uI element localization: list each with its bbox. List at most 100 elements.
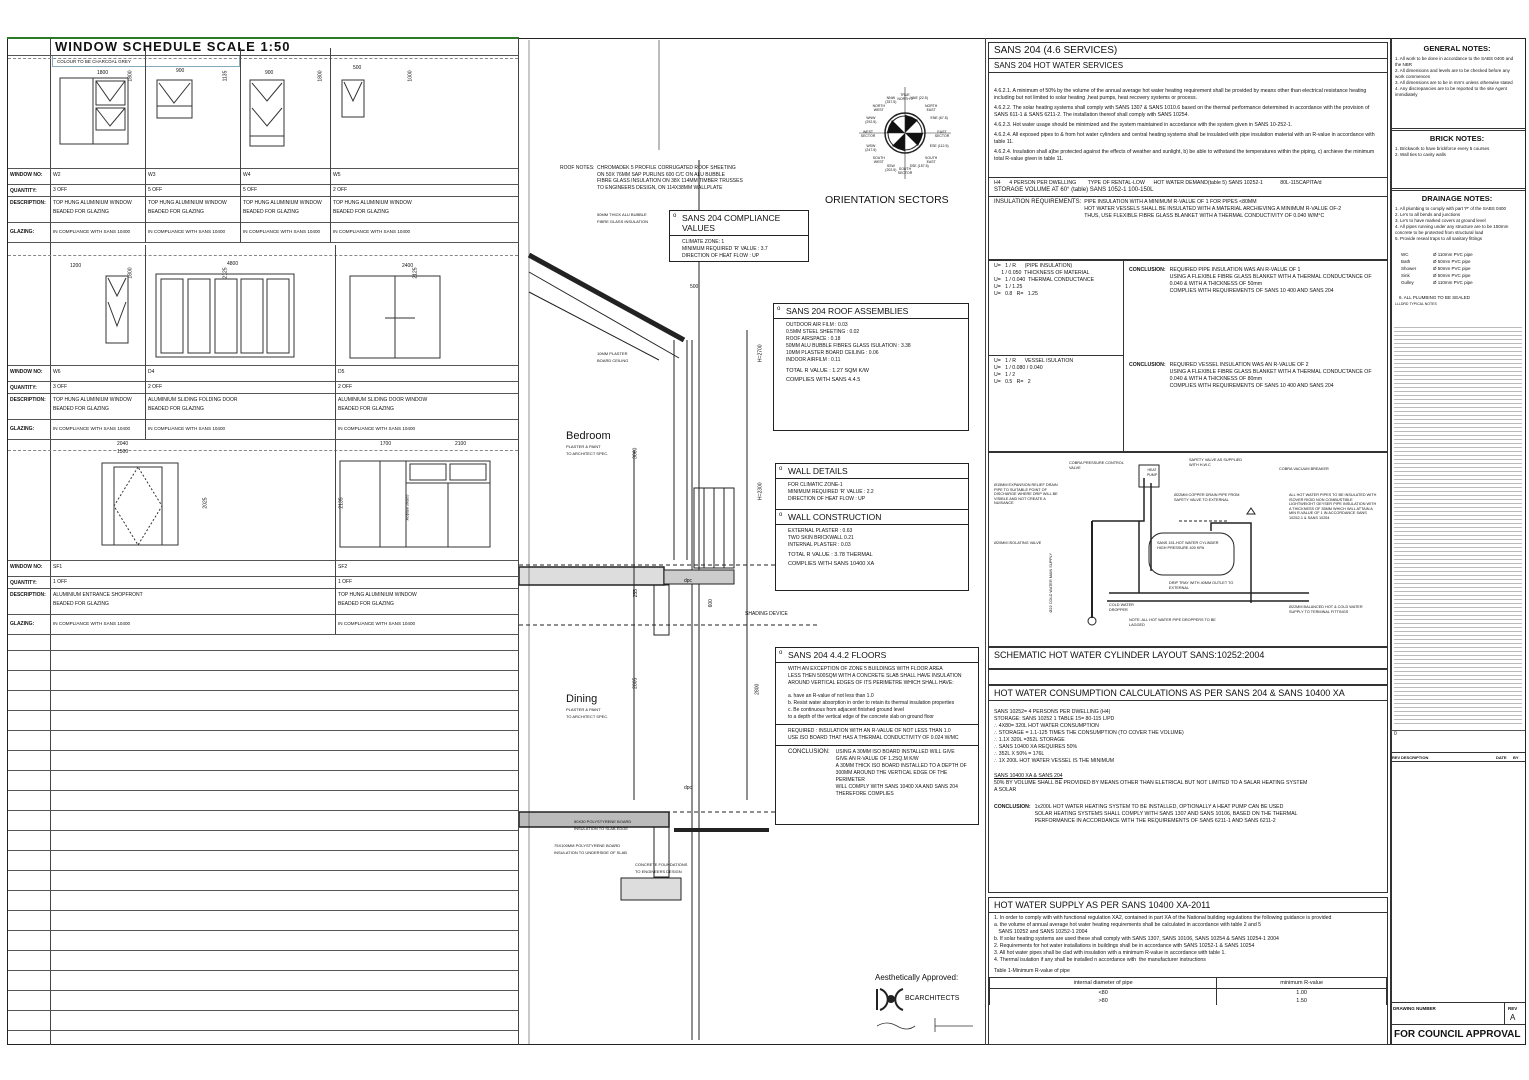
window-glazing: IN COMPLIANCE WITH SANS 10400 — [53, 426, 131, 431]
row-rule — [8, 393, 518, 394]
text-line: 10mm PLASTER — [597, 351, 628, 356]
text-line: THUS, USE FLEXIBLE FIBRE GLASS BLANKET W… — [1084, 213, 1325, 219]
text-line: EXTERNAL PLASTER : 0.63 — [788, 528, 853, 534]
description-col: DESCRIPTION — [1401, 754, 1429, 760]
orientation-label: ENE (67.5) — [930, 115, 948, 120]
text-line: INSULATION TO SLAB EDGE — [574, 825, 629, 831]
text-line: 1x200L HOT WATER HEATING SYSTEM TO BE IN… — [1034, 804, 1284, 810]
plumbing-sealed-note: 6. ALL PLUMBING TO BE SEALED — [1399, 295, 1470, 300]
window-glazing: IN COMPLIANCE WITH SANS 10400 — [333, 229, 411, 234]
rev-col: REV — [1392, 754, 1401, 760]
dim-label: 4800 — [227, 261, 239, 267]
pipe-size: Ø 50mm PVC pipe — [1433, 273, 1471, 278]
empty-row-rule — [8, 690, 518, 691]
text-line: U= 1 / 0.080 / 0.040 — [994, 365, 1043, 371]
conclusion-label: CONCLUSION: — [1129, 362, 1166, 368]
text-line: DIRECTION OF HEAT FLOW : UP — [682, 253, 760, 259]
column-rule — [240, 48, 241, 242]
dim-label: 1700 — [380, 441, 392, 447]
guide-line — [8, 255, 518, 256]
schedule-label: GLAZING: — [10, 426, 35, 432]
text-line: MINIMUM REQUIRED 'R' VALUE : 3.7 — [682, 246, 768, 252]
schedule-label: GLAZING: — [10, 621, 35, 627]
clause: 4.6.2.1. A minimum of 50% by the volume … — [994, 88, 1367, 101]
dim-label: 600 — [707, 599, 714, 608]
column-rule — [335, 440, 336, 634]
table-cell: <80 — [988, 988, 1218, 997]
schematic-label: HEAT PUMP — [1146, 468, 1158, 477]
text-line: to a depth of the vertical edge of the c… — [788, 714, 934, 720]
drawing-number-label: DRAWING NUMBER — [1393, 1006, 1436, 1011]
note-item: 4. Any discrepancies are to be reported … — [1395, 86, 1507, 97]
schematic-label: COBRA PRESSURE CONTROL VALVE — [1069, 461, 1124, 470]
text-line: LESS THEN 500sqm WITH A CONCRETE SLAB SH… — [788, 673, 962, 679]
dim-label: 500 — [353, 65, 362, 71]
revision-header: REV DESCRIPTION DATE BY — [1391, 752, 1525, 762]
row-rule — [8, 184, 518, 185]
text-line: COMPLIES WITH REQUIREMENTS OF SANS 10 40… — [1169, 288, 1334, 294]
h4-demand: H4 4 PERSON PER DWELLING TYPE OF RENTAL-… — [994, 180, 1322, 186]
empty-row-rule — [8, 830, 518, 831]
sub-heading: SANS 10400 XA & SANS 204 — [994, 773, 1063, 779]
fixture: Sink — [1401, 273, 1410, 278]
clause: 4.6.2.2. The solar heating systems shall… — [994, 105, 1370, 118]
conclusion-text: REQUIRED VESSEL INSULATION WAS AN R-VALU… — [1170, 362, 1372, 451]
pipe-row: Sink Ø 50mm PVC pipe — [1401, 273, 1473, 278]
row-rule — [8, 439, 518, 440]
window-description: TOP HUNG ALUMINIUM WINDOW — [333, 200, 412, 206]
brick-notes-title: BRICK NOTES: — [1429, 134, 1485, 143]
drawing-number-block: DRAWING NUMBER REV A — [1391, 1002, 1525, 1025]
schematic-label: SANS 151-HOT WATER CYLINDER HIGH PRESSUR… — [1157, 541, 1219, 550]
empty-row-rule — [8, 970, 518, 971]
consumption-lines: SANS 10252= 4 PERSONS PER DWELLING (H4)S… — [989, 701, 1387, 767]
supply-lines: 1. In order to comply with with function… — [989, 913, 1387, 966]
text-line: USING A 30mm ISO BOARD INSTALLED WILL GI… — [835, 749, 955, 755]
text-line: GIVE AN R-VALUE OF 1.2sq.m K/W — [835, 756, 919, 762]
dim-label: 2800 — [754, 683, 761, 695]
dim-label: 2040 — [117, 441, 129, 447]
column-rule — [145, 48, 146, 242]
note-item: 1. All work to be done in accordance to … — [1395, 56, 1514, 67]
text-line: CLIMATE ZONE: 1 — [682, 239, 725, 245]
text-line: USE ISO BOARD THAT HAS A THERMAL CONDUCT… — [788, 735, 959, 741]
text-line: 4. Thermal isulation if any shall be ins… — [994, 957, 1206, 963]
approval-label: Aesthetically Approved: — [875, 973, 959, 982]
window-elevations — [59, 77, 491, 548]
text-line: PLASTER & PAINT — [566, 444, 601, 449]
sub-lines: 50% BY VOLUME SHALL BE PROVIDED BY MEANS… — [994, 780, 1382, 794]
orientation-label: WSW (247.5) — [865, 144, 877, 153]
text-line: USING A FLEXIBLE FIBRE GLASS BLANKET WIT… — [1169, 274, 1372, 280]
divider — [1391, 128, 1525, 131]
table-cell: >80 — [988, 997, 1218, 1005]
window-glazing: IN COMPLIANCE WITH SANS 10400 — [148, 229, 226, 234]
dpc-label: dpc — [684, 785, 693, 791]
text-line: 50x30 POLYSTYRENE BOARD — [574, 819, 632, 824]
box-title: SANS 204 COMPLIANCE VALUES — [670, 211, 808, 236]
schedule-label: QUANTITY: — [10, 385, 37, 391]
rev-value: A — [1510, 1013, 1516, 1022]
box-body: WITH AN EXCEPTION OF ZONE 5 BUILDINGS WI… — [776, 663, 978, 690]
wall-box: WALL DETAILS FOR CLIMATIC ZONE-1MINIMUM … — [775, 463, 969, 591]
dim-label: 2400 — [402, 263, 414, 269]
note-item: 2. Le's to all bends and junctions — [1395, 212, 1461, 217]
empty-row-rule — [8, 730, 518, 731]
fixture: WC — [1401, 252, 1409, 257]
orientation-label: SOUTH EAST — [925, 156, 938, 165]
note-item: 2. Wall ties to cavity walls — [1395, 152, 1446, 157]
window-number: SF1 — [53, 564, 63, 570]
window-w5-drawing — [341, 79, 365, 118]
row-rule — [8, 242, 518, 243]
text-line: U= 1 / R VESSEL ISULATION — [994, 358, 1074, 364]
general-notes-title: GENERAL NOTES: — [1423, 44, 1491, 53]
text-line: REQUIRED VESSEL INSULATION WAS AN R-VALU… — [1169, 362, 1309, 368]
note-item: 3. Le's to have marked covers at ground … — [1395, 218, 1486, 223]
pipe-size: Ø 110mm PVC pipe — [1433, 280, 1473, 285]
window-quantity: 1 OFF — [53, 579, 68, 585]
row-rule — [8, 365, 518, 366]
roof-total: TOTAL R VALUE : 1.27 sqm K/W — [786, 368, 869, 374]
dim-label: 2100 — [455, 441, 467, 447]
